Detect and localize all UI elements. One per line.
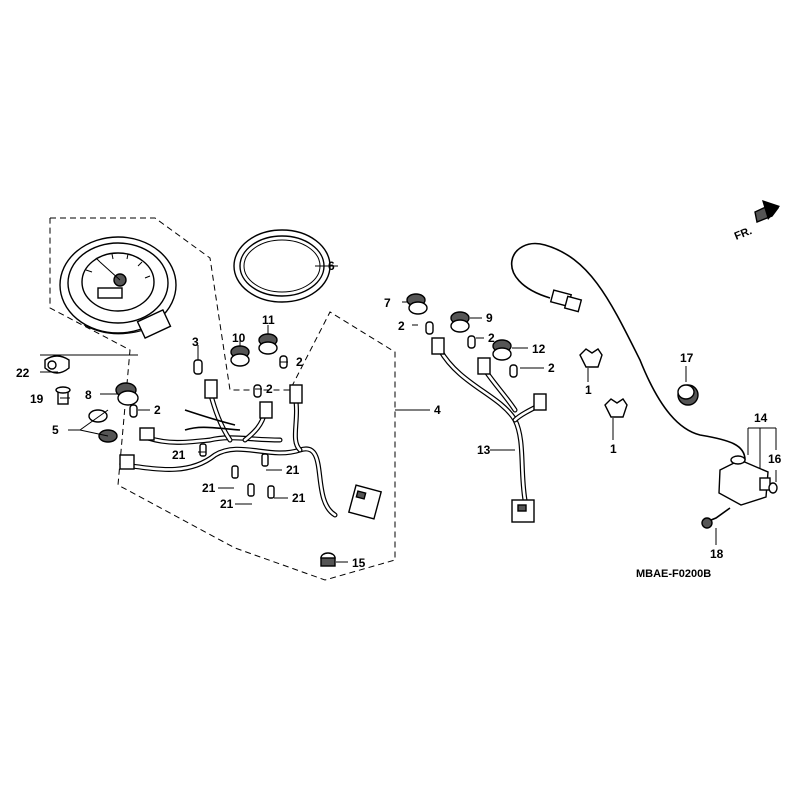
callout-18: 18 [710,547,724,561]
screw-part [55,386,71,405]
cap-part [320,552,336,567]
grommet-11-part [258,333,278,355]
direction-label: FR. [733,225,754,243]
callout-9: 9 [486,311,493,325]
callout-13: 13 [477,443,491,457]
speed-sensor-part [718,455,771,506]
callout-4: 4 [434,403,441,417]
callout-8: 8 [85,388,92,402]
bulb-parts-right [425,321,518,378]
callout-21a: 21 [172,448,186,462]
indicator-wire-harness [431,337,547,523]
callout-7: 7 [384,296,391,310]
callout-1a: 1 [585,383,592,397]
callout-12: 12 [532,342,546,356]
callout-10: 10 [232,331,246,345]
front-direction-arrow-icon [754,200,780,223]
callout-5: 5 [52,423,59,437]
speedometer-meter [59,236,177,340]
callout-19: 19 [30,392,44,406]
callout-21c: 21 [202,481,216,495]
grommet-8-part [115,382,139,406]
callout-1b: 1 [610,442,617,456]
callout-2c: 2 [154,403,161,417]
callout-15: 15 [352,556,366,570]
callout-11: 11 [262,313,275,327]
clip-parts [579,348,628,418]
callout-17: 17 [680,351,694,365]
grommet-12-part [492,339,512,361]
callout-2e: 2 [488,331,495,345]
drawing-code: MBAE-F0200B [636,568,711,580]
grommet-17-part [677,384,699,406]
callout-2b: 2 [266,382,273,396]
callout-2f: 2 [548,361,555,375]
callout-21d: 21 [292,491,306,505]
clamp-part [44,355,70,374]
callout-22: 22 [16,366,30,380]
assembly-outline [49,217,396,581]
callout-21b: 21 [286,463,300,477]
callout-2d: 2 [398,319,405,333]
callout-6: 6 [328,259,335,273]
callout-2a: 2 [296,355,303,369]
callout-3: 3 [192,335,199,349]
grommet-5-part [88,409,118,443]
meter-wire-harness [119,379,383,520]
callout-21e: 21 [220,497,234,511]
leader-lines [40,265,777,563]
grommet-7-part [406,293,428,315]
grommet-10-part [230,345,250,367]
grommet-9-part [450,311,470,333]
callout-14: 14 [754,411,768,425]
bolt-part [701,507,731,529]
speed-sensor-cable [510,242,746,461]
o-ring-part [768,482,778,494]
callout-16: 16 [768,452,782,466]
